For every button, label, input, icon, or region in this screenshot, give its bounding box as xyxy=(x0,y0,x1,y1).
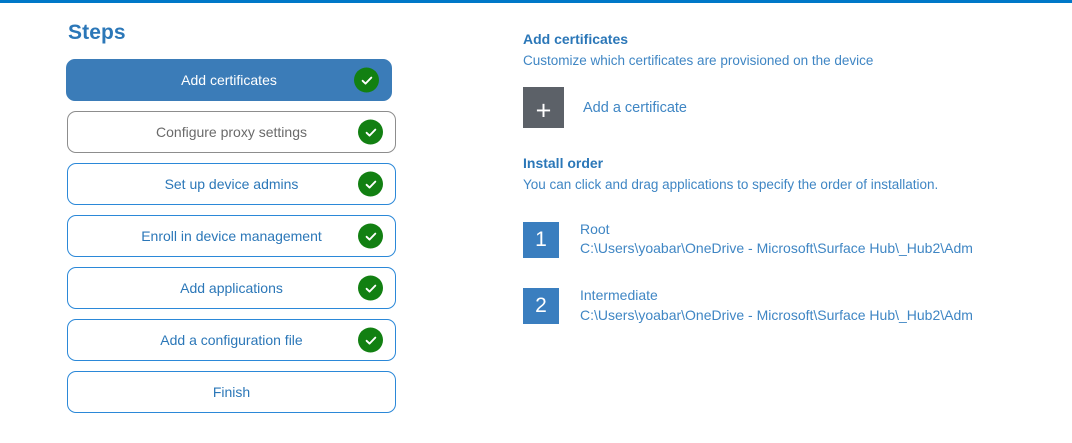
detail-subtext: Customize which certificates are provisi… xyxy=(523,53,874,68)
step-item-label: Add certificates xyxy=(181,72,277,88)
step-item-label: Add a configuration file xyxy=(160,332,303,348)
check-circle-icon xyxy=(358,275,383,301)
step-item-label: Configure proxy settings xyxy=(156,124,307,140)
check-circle-icon xyxy=(358,223,383,249)
top-accent-bar xyxy=(0,0,1072,3)
detail-heading: Add certificates xyxy=(523,31,629,47)
step-item-label: Enroll in device management xyxy=(141,228,322,244)
install-order-name: Intermediate xyxy=(580,287,658,304)
step-item-set-up-device-admins[interactable]: Set up device admins xyxy=(67,163,396,205)
check-circle-icon xyxy=(354,67,379,93)
step-item-add-a-configuration-file[interactable]: Add a configuration file xyxy=(67,319,396,361)
step-item-configure-proxy-settings[interactable]: Configure proxy settings xyxy=(67,111,396,153)
add-a-certificate-label: Add a certificate xyxy=(583,99,687,116)
step-item-add-applications[interactable]: Add applications xyxy=(67,267,396,309)
check-circle-icon xyxy=(358,171,383,197)
install-order-heading: Install order xyxy=(523,155,604,171)
add-a-certificate-button[interactable]: + Add a certificate xyxy=(523,87,687,128)
install-order-path: C:\Users\yoabar\OneDrive - Microsoft\Sur… xyxy=(580,306,973,323)
install-order-name: Root xyxy=(580,221,610,237)
step-item-finish[interactable]: Finish xyxy=(67,371,396,413)
install-order-subtext: You can click and drag applications to s… xyxy=(523,177,939,192)
plus-icon[interactable]: + xyxy=(523,87,564,128)
check-circle-icon xyxy=(358,327,383,353)
plus-glyph: + xyxy=(535,95,552,126)
install-order-section: Install order You can click and drag app… xyxy=(523,155,1043,325)
step-item-label: Set up device admins xyxy=(164,176,299,192)
check-circle-icon xyxy=(358,119,383,145)
step-item-add-certificates[interactable]: Add certificates xyxy=(66,59,392,101)
steps-heading: Steps xyxy=(68,21,126,44)
install-order-path: C:\Users\yoabar\OneDrive - Microsoft\Sur… xyxy=(580,240,973,257)
detail-pane: Add certificates Customize which certifi… xyxy=(523,31,1043,353)
step-item-label: Finish xyxy=(212,384,251,400)
install-order-index: 1 xyxy=(523,222,559,258)
install-order-index: 2 xyxy=(523,288,559,325)
step-item-label: Add applications xyxy=(180,280,283,296)
step-item-enroll-in-device-management[interactable]: Enroll in device management xyxy=(67,215,396,257)
